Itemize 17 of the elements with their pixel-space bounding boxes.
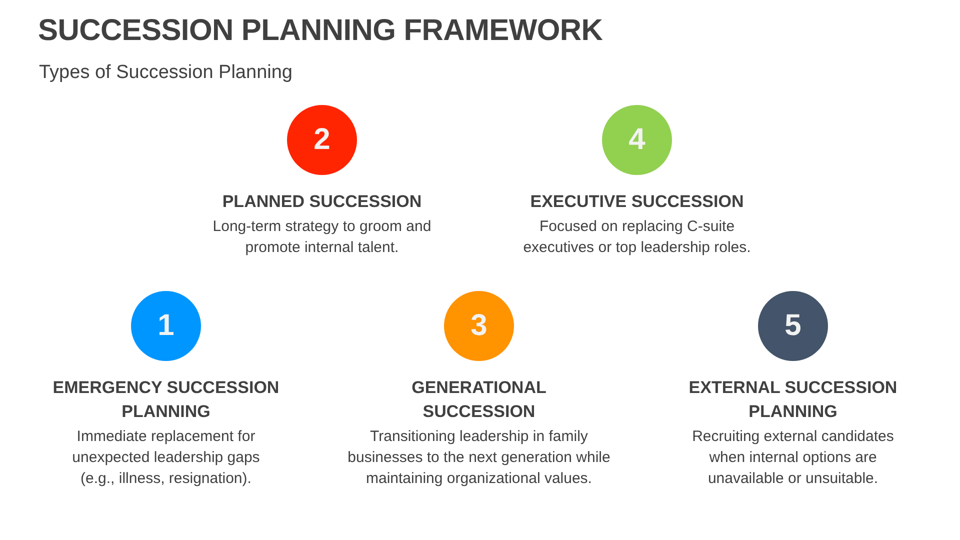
step-number: 4 xyxy=(628,125,646,155)
title: SUCCESSION PLANNING FRAMEWORK xyxy=(38,14,603,48)
section-heading: EMERGENCY SUCCESSION PLANNING xyxy=(52,377,280,423)
description-text: Long-term strategy to groom and promote internal talent. xyxy=(212,217,432,258)
section-heading: GENERATIONAL SUCCESSION xyxy=(410,377,548,423)
description-text: Transitioning leadership in family businesses to the next generation while maintaining organizational values. xyxy=(346,427,612,489)
section-heading: EXTERNAL SUCCESSION PLANNING xyxy=(688,377,898,423)
description-text: Immediate replacement for unexpected leadership gaps (e.g., illness, resignation). xyxy=(71,427,261,489)
description-text: Focused on replacing C-suite executives or top leadership roles. xyxy=(522,217,752,258)
step-number: 3 xyxy=(470,311,488,341)
step-number: 5 xyxy=(784,311,802,341)
description-text: Recruiting external candidates when internal options are unavailable or unsuitable. xyxy=(691,427,895,489)
step-number: 1 xyxy=(158,311,174,341)
section-heading: EXECUTIVE SUCCESSION xyxy=(529,191,745,213)
subtitle: Types of Succession Planning xyxy=(39,62,292,84)
section-heading: PLANNED SUCCESSION xyxy=(221,191,423,213)
step-number: 2 xyxy=(314,125,330,155)
